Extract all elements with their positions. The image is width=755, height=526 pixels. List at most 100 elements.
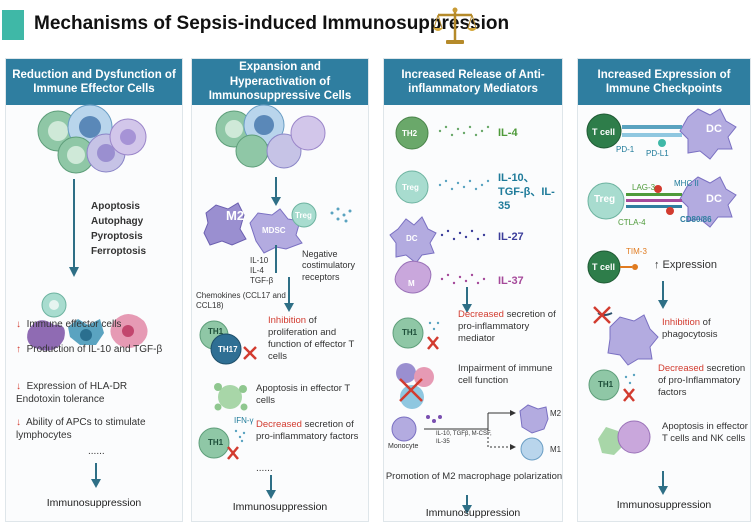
p4-outcome: Immunosuppression bbox=[616, 499, 712, 511]
decreased-rest: secretion of pro-Inflammatory factors bbox=[658, 363, 746, 398]
mhc-label: MHC II bbox=[674, 179, 699, 188]
m1-label: M1 bbox=[550, 445, 562, 454]
inhibition-word: Inhibition bbox=[268, 315, 307, 326]
mediator-il27: IL-27 bbox=[498, 231, 524, 243]
p1-item-3-text: Expression of HLA-DR Endotoxin tolerance bbox=[16, 381, 128, 405]
tcell-label: T cell bbox=[592, 262, 616, 272]
p1-item-2-text: Production of IL-10 and TGF-β bbox=[26, 344, 163, 355]
th1-label: TH1 bbox=[208, 438, 224, 447]
death-mode-1: Apoptosis bbox=[91, 201, 140, 212]
panel4-header: Increased Expression of Immune Checkpoin… bbox=[578, 59, 750, 105]
treg-label: Treg bbox=[402, 183, 419, 192]
arrow-down-icon bbox=[69, 179, 79, 277]
mediator-il10: IL-10、TGF-β、IL-35 bbox=[498, 172, 555, 212]
lag3-label: LAG-3 bbox=[632, 183, 656, 192]
decreased-rest: secretion of pro-inflammatory mediator bbox=[458, 309, 556, 344]
th1-cell-illustration bbox=[198, 427, 246, 460]
promotion-text: Promotion of M2 macrophage polarization bbox=[385, 471, 563, 482]
p1-dots: ...... bbox=[88, 446, 105, 457]
checkpoint-interaction-illustration bbox=[587, 176, 737, 228]
p1-item-4: ↓ Ability of APCs to stimulate lymphocyt… bbox=[16, 417, 176, 442]
cytokine-1: IL-10 bbox=[250, 256, 269, 265]
arrow-down-icon bbox=[271, 177, 281, 206]
p2-outcome: Immunosuppression bbox=[232, 501, 328, 513]
panel-immune-checkpoints: Increased Expression of Immune Checkpoin… bbox=[577, 58, 751, 522]
cd80-label: CD80/86 bbox=[680, 215, 712, 224]
impaired-cells-illustration bbox=[396, 363, 434, 409]
p1-item-3: ↓ Expression of HLA-DR Endotoxin toleran… bbox=[16, 381, 166, 406]
p1-outcome: Immunosuppression bbox=[46, 497, 142, 509]
dying-cells-illustration bbox=[27, 292, 148, 351]
inhibition-text: Inhibition of phagocytosis bbox=[662, 317, 748, 341]
apoptotic-cell-illustration bbox=[214, 383, 248, 411]
decreased-word: Decreased bbox=[256, 419, 302, 430]
apoptosis-text: Apoptosis in effector T cells bbox=[256, 383, 351, 406]
mediator-cells-illustration bbox=[389, 116, 490, 294]
p1-item-1-text: Immune effector cells bbox=[26, 319, 122, 330]
suppressive-cells-illustration bbox=[203, 202, 352, 254]
dc-label: DC bbox=[706, 123, 722, 135]
treg-label: Treg bbox=[594, 194, 616, 205]
factors-label: IL-10, TGFβ, M-CSF, IL-35 bbox=[436, 431, 492, 445]
dc-label: DC bbox=[406, 234, 418, 243]
immune-cells-illustration bbox=[37, 104, 147, 174]
inhibition-text: Inhibition of proliferation and function… bbox=[268, 315, 368, 363]
ifn-label: IFN-γ bbox=[234, 416, 254, 425]
arrow-down-icon bbox=[284, 277, 294, 312]
impairment-text: Impairment of immune cell function bbox=[458, 363, 553, 386]
down-arrow-icon: ↓ bbox=[16, 417, 21, 428]
decreased-word: Decreased bbox=[658, 363, 704, 374]
tcell-label: T cell bbox=[592, 127, 616, 137]
p3-outcome: Immunosuppression bbox=[425, 507, 521, 519]
panel1-header: Reduction and Dysfunction of Immune Effe… bbox=[6, 59, 182, 105]
p2-dots: ...... bbox=[256, 463, 273, 474]
apoptosis-text: Apoptosis in effector T cells and NK cel… bbox=[662, 421, 748, 444]
expression-text: ↑ Expression bbox=[654, 259, 717, 271]
negative-receptors-label: Negative costimulatory receptors bbox=[302, 249, 356, 282]
th-cells-illustration bbox=[199, 320, 257, 365]
th1-label: TH1 bbox=[598, 380, 614, 389]
connector-line bbox=[275, 245, 277, 273]
mediator-il4: IL-4 bbox=[498, 127, 518, 139]
arrow-down-icon bbox=[658, 471, 668, 495]
th17-label: TH17 bbox=[218, 345, 238, 354]
th1-label: TH1 bbox=[208, 327, 224, 336]
phagocytosis-illustration bbox=[593, 306, 659, 366]
death-mode-2: Autophagy bbox=[91, 216, 144, 227]
th1-cell-illustration bbox=[392, 317, 440, 350]
inhibition-word: Inhibition bbox=[662, 317, 701, 328]
p1-item-4-text: Ability of APCs to stimulate lymphocytes bbox=[16, 417, 146, 441]
panel2-header: Expansion and Hyperactivation of Immunos… bbox=[192, 59, 368, 105]
pdl1-label: PD-L1 bbox=[646, 149, 669, 158]
arrow-down-icon bbox=[462, 495, 472, 514]
inhibition-rest: of phagocytosis bbox=[662, 317, 718, 340]
th2-label: TH2 bbox=[402, 129, 418, 138]
decreased-word: Decreased bbox=[458, 309, 504, 320]
tim3-label: TIM-3 bbox=[626, 247, 647, 256]
decreased-text: Decreased secretion of pro-Inflammatory … bbox=[658, 363, 750, 399]
panel3-header: Increased Release of Anti-inflammatory M… bbox=[384, 59, 562, 105]
balance-scale-icon bbox=[433, 7, 477, 44]
monocyte-label: Monocyte bbox=[388, 443, 419, 450]
tim3-illustration bbox=[587, 250, 638, 284]
up-arrow-icon: ↑ bbox=[16, 344, 21, 355]
decreased-text: Decreased secretion of pro-inflammatory … bbox=[458, 309, 562, 345]
arrow-down-icon bbox=[462, 287, 472, 313]
panel-immunosuppressive-cells: Expansion and Hyperactivation of Immunos… bbox=[191, 58, 369, 522]
th1-cell-illustration bbox=[588, 369, 636, 402]
panel-anti-inflammatory: Increased Release of Anti-inflammatory M… bbox=[383, 58, 563, 522]
decreased-rest: secretion of pro-inflammatory factors bbox=[256, 419, 359, 442]
cytokine-2: IL-4 bbox=[250, 266, 264, 275]
th1-label: TH1 bbox=[402, 328, 418, 337]
decreased-text: Decreased secretion of pro-inflammatory … bbox=[256, 419, 366, 443]
arrow-down-icon bbox=[266, 475, 276, 499]
death-mode-4: Ferroptosis bbox=[91, 246, 147, 257]
mediator-il37: IL-37 bbox=[498, 275, 524, 287]
dc-label: DC bbox=[706, 193, 722, 205]
arrow-down-icon bbox=[658, 281, 668, 309]
m2-label: M2 bbox=[226, 208, 245, 223]
down-arrow-icon: ↓ bbox=[16, 319, 21, 330]
chemokines-label: Chemokines (CCL17 and CCL18) bbox=[196, 291, 286, 310]
pd1-interaction-illustration bbox=[586, 108, 737, 160]
m2-label: M2 bbox=[550, 409, 562, 418]
